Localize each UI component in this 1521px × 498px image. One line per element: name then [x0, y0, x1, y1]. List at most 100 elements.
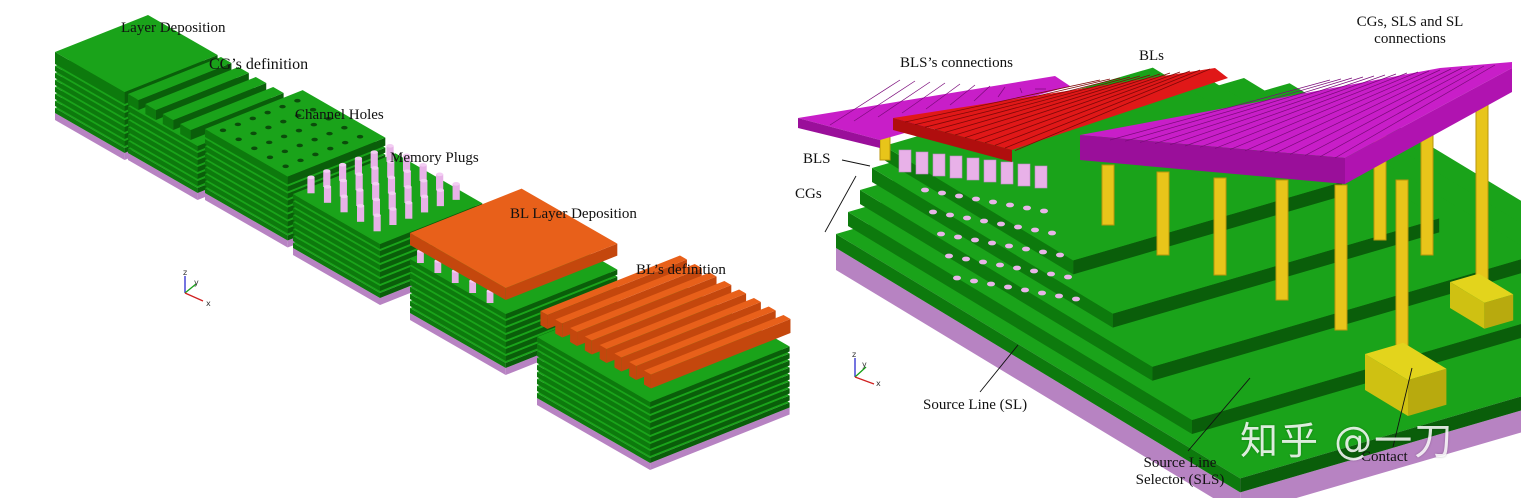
bitline-2-front [570, 328, 578, 346]
plug-stub [989, 199, 997, 205]
cgconn-groove [1154, 76, 1364, 144]
memory-plug-body [419, 164, 427, 181]
channel-hole [309, 107, 317, 112]
memory-plug [373, 213, 381, 232]
bitline-plug [983, 159, 997, 183]
label-bls-bitlines: BLs [1139, 48, 1165, 64]
memory-plug-body [339, 180, 347, 197]
memory-plug [372, 197, 380, 216]
cgconn-groove [1214, 72, 1408, 149]
memory-plug [355, 172, 363, 191]
bl-plug-body [451, 271, 459, 283]
contact-pad-back-front [1450, 282, 1485, 329]
plug-stub [921, 187, 929, 193]
contact-pillar-3 [1275, 179, 1289, 301]
cg-base-front [128, 153, 198, 200]
bld-layer-3-front [410, 287, 506, 347]
channel-hole [295, 128, 303, 133]
channel-hole [356, 134, 364, 139]
memory-plug-cap [356, 204, 365, 208]
mp-layer-0-front [293, 243, 380, 298]
leader-bls [841, 159, 871, 167]
contact-pad-front [1365, 342, 1447, 416]
leader-cgs-brace [824, 175, 857, 233]
memory-plug [389, 207, 397, 226]
memory-plug-cap [405, 200, 413, 205]
plug-stub [954, 234, 962, 240]
ch-base-front [205, 193, 288, 248]
mp-layer-2-front [293, 229, 380, 284]
memory-plug [354, 156, 363, 175]
bls-conn-groove [829, 79, 901, 126]
pillar-body [1213, 177, 1227, 276]
cg-ridge-2-front [162, 114, 174, 130]
cgconn-groove [1304, 66, 1474, 156]
bls-conn-groove [925, 83, 961, 110]
axis-x-label-left: x [206, 299, 211, 308]
cg-sls-sl-connections-bar [1080, 62, 1512, 184]
plug-stub [1006, 202, 1014, 208]
channel-hole [266, 140, 273, 145]
memory-plug-cap [370, 150, 378, 154]
cg-step-4-front [884, 146, 1074, 275]
bitline-7 [644, 315, 791, 389]
memory-plug-cap [372, 197, 380, 202]
bld-layer-5-front [410, 273, 506, 333]
plug-stub [1022, 246, 1030, 252]
bldf-layer-3-side [650, 381, 790, 442]
memory-plug-cap [339, 162, 347, 167]
label-cgs: CGs [795, 186, 822, 202]
channel-hole [234, 122, 242, 127]
channel-hole [297, 158, 304, 163]
step-bl-definition [537, 255, 791, 470]
plug-stub [953, 275, 961, 281]
cgconn-groove [1199, 73, 1397, 148]
contact-pillar-7 [1475, 95, 1489, 291]
bld-layer-4-front [410, 280, 506, 340]
bls-conn-groove [997, 86, 1006, 98]
memory-plug [420, 194, 429, 213]
label-contact: Contact [1361, 449, 1408, 465]
bl-groove [1014, 68, 1211, 151]
cgconn-groove [1319, 65, 1485, 158]
cg-layer-1-front [128, 141, 198, 186]
bl-groove [914, 78, 1111, 125]
contact-pillar-5 [1395, 179, 1409, 356]
plug-stub [929, 209, 937, 215]
bld-layer-1-front [410, 301, 506, 361]
memory-plug-cap [340, 194, 348, 199]
plug-stub [1013, 265, 1021, 271]
memory-plug [340, 194, 348, 213]
bldf-layer-0-side [650, 402, 790, 463]
memory-plug [372, 181, 380, 200]
bls-conn-groove [949, 84, 976, 106]
memory-plug-cap [436, 188, 444, 192]
memory-plug-cap [372, 181, 380, 186]
label-sls-line2: Selector (SLS) [1135, 472, 1225, 488]
cgconn-groove [1229, 71, 1419, 150]
memory-plug-body [340, 196, 348, 213]
label-bls-connections: BLS’s connections [900, 55, 1013, 71]
axis-y-label-right: y [862, 360, 867, 369]
contact-pad-back [1450, 273, 1514, 329]
plug-stub [937, 231, 945, 237]
channel-hole [251, 146, 258, 151]
plug-stub [1047, 271, 1055, 277]
pillar-body [1420, 127, 1434, 256]
bitline-4-top [599, 289, 747, 349]
channel-hole [265, 125, 272, 130]
bitline-1-front [555, 319, 563, 338]
memory-plug-body [388, 193, 396, 210]
memory-plug [356, 204, 365, 222]
bl-front [893, 118, 1012, 162]
memory-plug-cap [371, 166, 379, 170]
bitline-0-top [540, 255, 687, 315]
ld-layer-2-front [55, 94, 125, 139]
plug-stub [1055, 293, 1063, 299]
bl-slab-side [505, 243, 618, 300]
bitline-3-top [584, 281, 732, 341]
memory-plug [405, 200, 413, 219]
axis-x-label-right: x [876, 379, 881, 388]
bl-groove [1004, 69, 1201, 149]
